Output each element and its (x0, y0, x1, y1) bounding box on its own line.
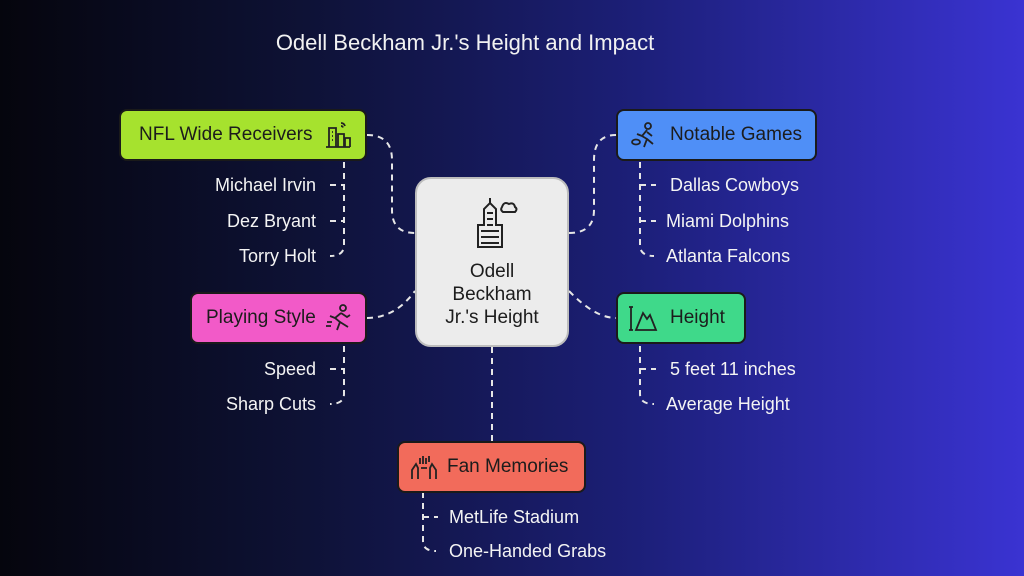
center-label: Odell Beckham Jr.'s Height (445, 261, 539, 328)
branch-label: Height (670, 307, 725, 328)
branch-height: Height (616, 292, 746, 344)
list-item: Michael Irvin (214, 175, 316, 195)
branch-fan-memories: Fan Memories (397, 441, 586, 493)
football-player-icon (630, 120, 660, 150)
hands-cheering-icon (409, 452, 439, 482)
center-node: Odell Beckham Jr.'s Height (415, 177, 569, 347)
branch-nfl-wide-receivers: NFL Wide Receivers (119, 109, 367, 161)
running-player-icon (324, 303, 354, 333)
list-item: Dez Bryant (226, 211, 316, 231)
branch-notable-games: Notable Games (616, 109, 817, 161)
list-item: 5 feet 11 inches (670, 359, 796, 379)
diagram-title: Odell Beckham Jr.'s Height and Impact (275, 30, 655, 55)
list-item: Speed (263, 359, 316, 379)
list-item: Sharp Cuts (225, 394, 316, 414)
list-item: Miami Dolphins (666, 211, 790, 231)
branch-label: NFL Wide Receivers (139, 124, 313, 145)
skyscraper-icon (464, 195, 520, 256)
list-item: Average Height (666, 394, 790, 414)
list-item: Torry Holt (238, 246, 316, 266)
city-buildings-icon (323, 120, 353, 150)
list-item: MetLife Stadium (449, 507, 580, 527)
list-item: One-Handed Grabs (449, 541, 607, 561)
list-item: Dallas Cowboys (670, 175, 800, 195)
list-item: Atlanta Falcons (666, 246, 791, 266)
branch-playing-style: Playing Style (190, 292, 367, 344)
branch-label: Notable Games (670, 124, 803, 145)
branch-label: Fan Memories (447, 456, 569, 477)
mountain-height-icon (628, 303, 658, 333)
branch-label: Playing Style (206, 307, 316, 328)
